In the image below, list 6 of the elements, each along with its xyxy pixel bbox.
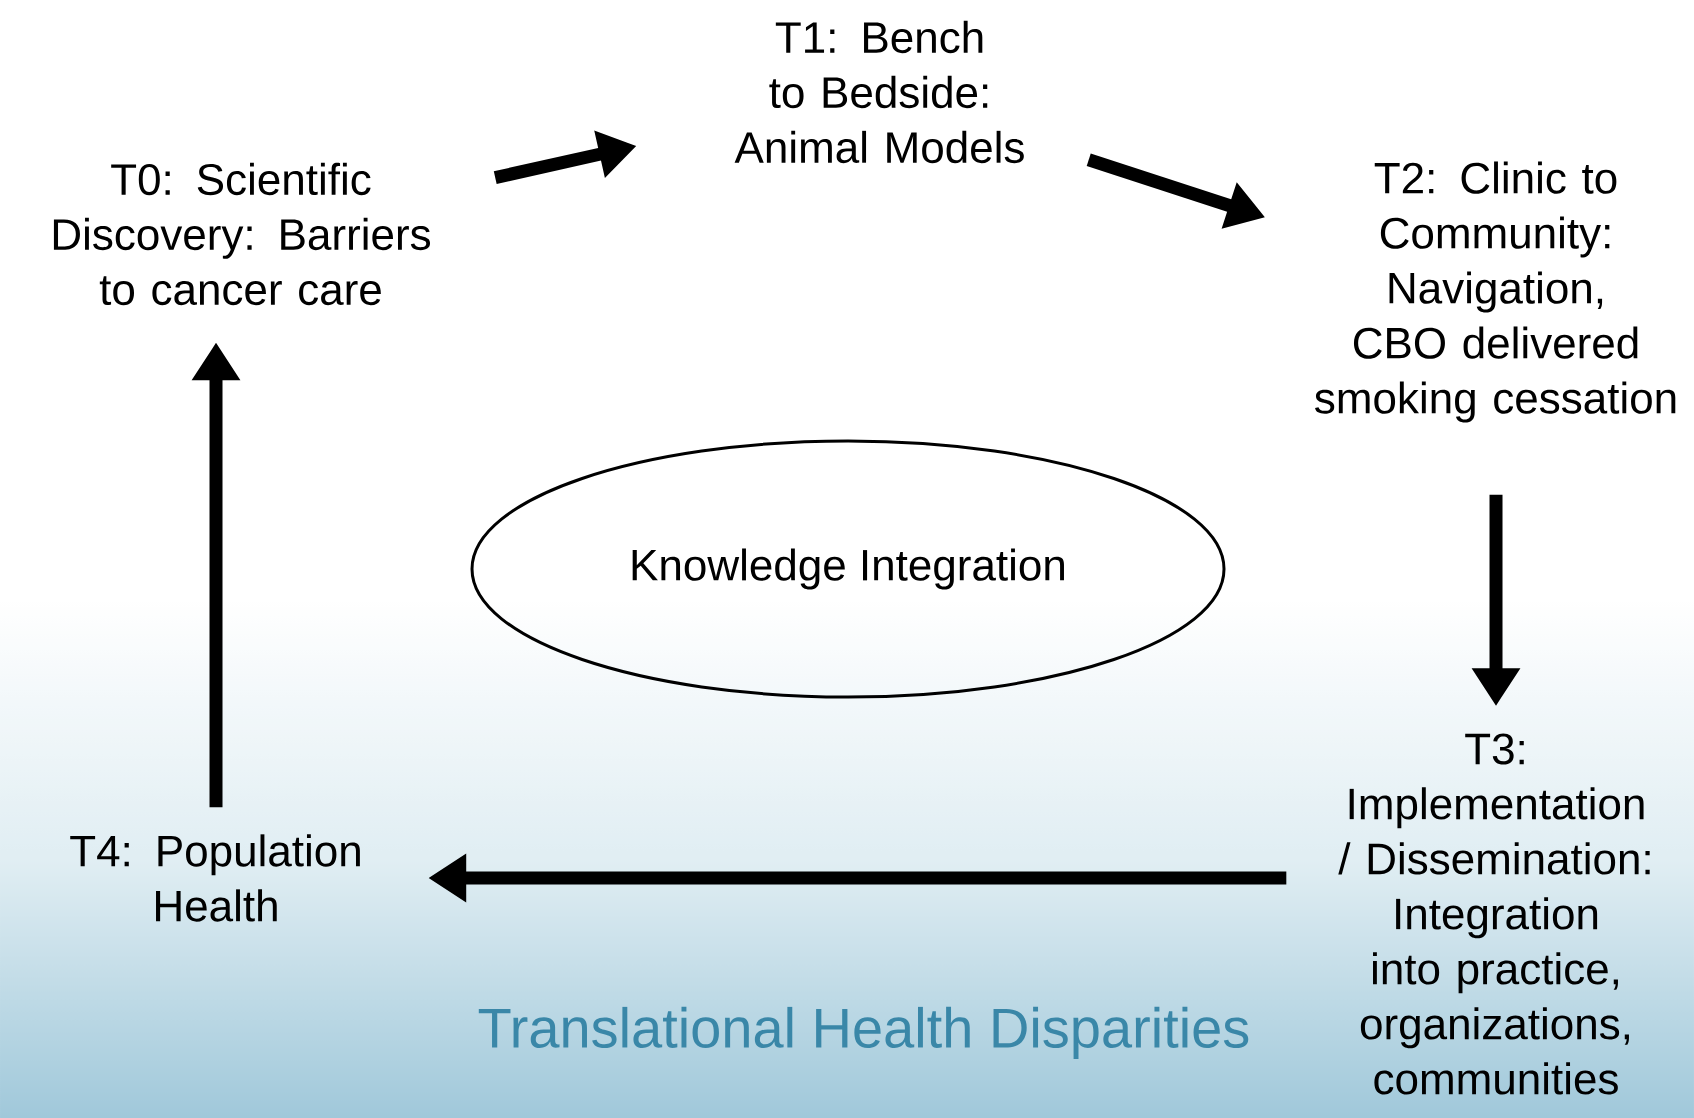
stage-label: T0: Scientific Discovery: Barriers to cancer care [53, 162, 430, 306]
stage-label: T3: Implementation / Dissemination: Integration into practice, organizations, communities [1338, 733, 1650, 1095]
stage-label: T1: Bench to Bedside: Animal Models [734, 20, 1024, 164]
stage-label: T2: Clinic to Community: Navigation, CBO delivered smoking cessation [1315, 161, 1676, 423]
title: Translational Health Disparities [478, 1006, 1249, 1060]
stage-label: T4: Population Health [70, 834, 360, 922]
